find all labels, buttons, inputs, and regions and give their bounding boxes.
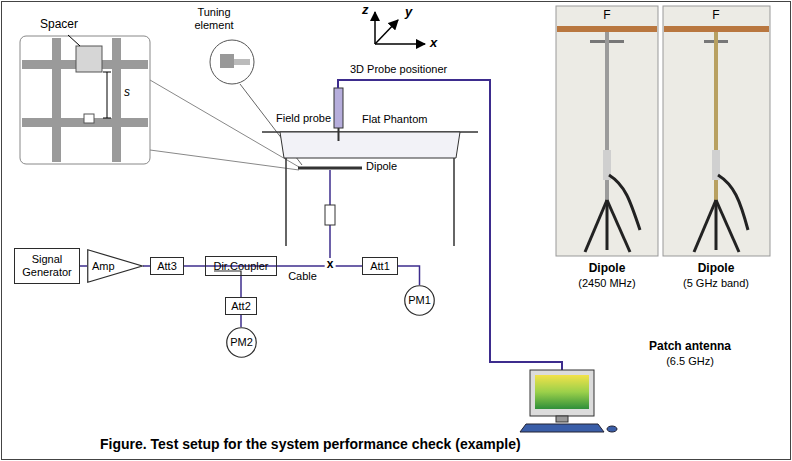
signal-cable [184, 265, 205, 267]
signal-cable [80, 265, 87, 267]
dipole-photo [557, 26, 657, 32]
figure-caption: Figure. Test setup for the system perfor… [100, 436, 521, 452]
dipole-photo [716, 200, 739, 252]
positioner-cable [338, 80, 562, 370]
spacer-inset [68, 35, 80, 46]
tuning-element-inset [210, 40, 254, 84]
component-label: Signal Generator [18, 253, 76, 278]
component-label: PM2 [230, 336, 253, 349]
part-label: 3D Probe positioner [350, 63, 447, 76]
spacer-inset [20, 35, 150, 164]
amplifier-outline [88, 250, 143, 283]
meter-outline [227, 328, 257, 358]
component-label: PM1 [408, 294, 431, 307]
component-box: Att3 [150, 257, 184, 275]
axes [374, 12, 376, 44]
photo-letter: F [712, 9, 719, 23]
dipole-photo [607, 200, 630, 252]
component-box: Att2 [225, 297, 257, 315]
spacer-inset [107, 72, 108, 118]
axes [375, 20, 398, 44]
dipole [298, 168, 362, 266]
field-probe [334, 88, 343, 141]
photo-caption: (2450 MHz) [578, 277, 635, 290]
spacer-inset [52, 38, 61, 162]
computer-icon [607, 426, 617, 432]
dipole-photo [556, 6, 658, 256]
zoom-lines [150, 80, 299, 170]
dipole-photo [663, 6, 770, 256]
photo-letter: F [603, 9, 610, 23]
axes [375, 43, 425, 45]
zoom-lines [150, 150, 299, 170]
antenna-label: (6.5 GHz) [666, 355, 714, 368]
tuning-element-inset [220, 54, 234, 68]
axis-label: x [430, 36, 437, 51]
computer-icon [520, 370, 617, 432]
flat-phantom [453, 158, 455, 246]
power-meter-circle: PM1 [404, 285, 435, 316]
field-probe [334, 88, 343, 128]
meter-outline [405, 286, 435, 316]
spacer-inset [76, 46, 102, 72]
part-label: Dipole [366, 160, 397, 173]
field-probe [338, 128, 340, 141]
flat-phantom [280, 132, 460, 158]
spacer-inset [103, 72, 111, 73]
spacer-inset [84, 114, 94, 123]
part-label: Spacer [40, 18, 78, 32]
photo-caption: Dipole [589, 262, 626, 276]
dipole-photo [664, 26, 769, 32]
amplifier-triangle: Amp [87, 249, 143, 283]
junction-mark: x [325, 258, 336, 272]
cable-label: Cable [286, 270, 319, 283]
positioner-cable [338, 80, 562, 370]
dipole [325, 205, 335, 225]
dipole-photo [606, 200, 609, 250]
flat-phantom [285, 158, 287, 246]
component-label: Att1 [370, 260, 390, 273]
dimension-label: s [124, 86, 130, 100]
dipole-photo [718, 175, 748, 230]
part-label: Tuning element [184, 6, 244, 31]
axis-label: y [405, 5, 412, 20]
signal-cable [277, 265, 362, 267]
computer-icon [530, 370, 594, 416]
part-label: Field probe [276, 112, 331, 125]
spacer-inset [112, 38, 121, 162]
dipole-photo [663, 6, 770, 256]
dipole-photo [585, 200, 607, 252]
dipole-photo [694, 200, 716, 252]
dipole-photo [609, 175, 640, 230]
computer-icon [520, 424, 604, 432]
signal-cable [398, 266, 420, 285]
component-heading: Dir.Coupler [213, 260, 268, 273]
spacer-inset [103, 118, 111, 119]
signal-cable [240, 276, 242, 297]
component-label: Amp [92, 260, 115, 273]
dipole-photo [715, 200, 718, 250]
axis-label: z [362, 3, 369, 18]
part-label: Flat Phantom [362, 113, 427, 126]
spacer-inset [20, 36, 150, 164]
photo-caption: (5 GHz band) [683, 277, 749, 290]
power-meter-circle: PM2 [226, 327, 257, 358]
component-box: Signal Generator [14, 248, 80, 284]
component-label: Att2 [231, 300, 251, 313]
dipole [298, 167, 362, 170]
photo-caption: Dipole [698, 262, 735, 276]
computer-icon [535, 375, 589, 409]
dipole-photo [556, 6, 658, 256]
component-box: Dir.Coupler [205, 256, 277, 276]
component-box: Att1 [362, 257, 398, 275]
signal-cable [240, 315, 242, 327]
tuning-element-inset [234, 59, 250, 65]
axes [375, 12, 425, 44]
component-label: Att3 [157, 260, 177, 273]
flat-phantom [262, 132, 478, 246]
computer-icon [556, 416, 568, 422]
antenna-label: Patch antenna [649, 340, 731, 354]
